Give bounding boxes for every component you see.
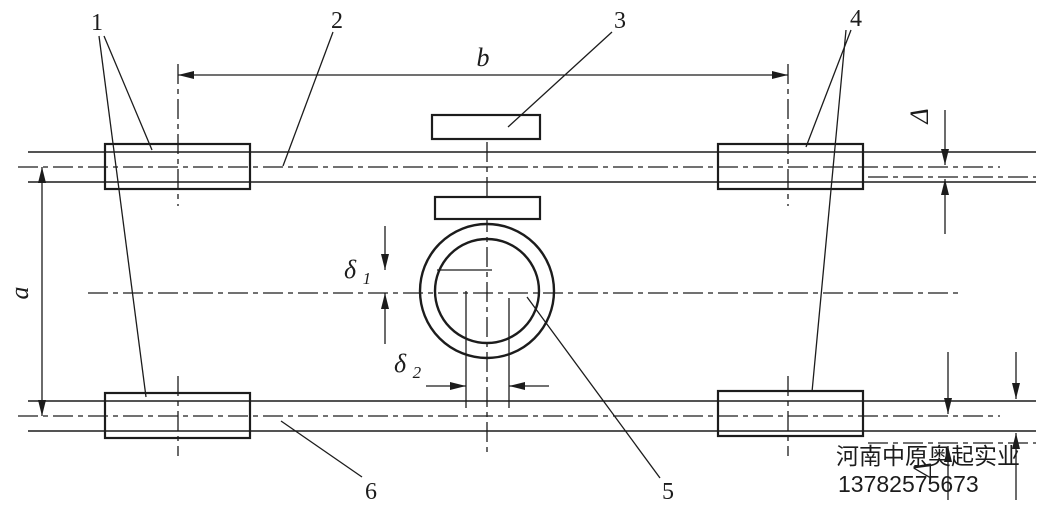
dim-delta2-sub: 2	[413, 363, 422, 382]
dim-delta2-label: δ 2	[394, 349, 422, 382]
leader-part4-bottom	[811, 29, 847, 393]
dim-delta1-sub: 1	[363, 269, 372, 288]
dim-delta1-main: δ	[344, 255, 357, 284]
dim-a-label: a	[5, 287, 34, 300]
leader-part3	[507, 31, 613, 128]
dim-delta2-main: δ	[394, 349, 407, 378]
part4-label: 4	[850, 6, 862, 32]
center-circle-outer	[418, 222, 556, 360]
part3-label: 3	[614, 8, 626, 34]
part5-label: 5	[662, 479, 674, 505]
wheel-block-bottom-right	[716, 389, 865, 438]
wheel-block-top-left	[103, 142, 252, 191]
leader-part6	[280, 420, 363, 478]
watermark-phone: 13782575673	[838, 471, 979, 497]
wheel-block-top-right	[716, 142, 865, 191]
wheel-block-bottom-left	[103, 391, 252, 440]
part1-label: 1	[91, 10, 103, 36]
dim-delta1-label: δ 1	[344, 255, 371, 288]
part2-label: 2	[331, 8, 343, 34]
buffer-block-upper	[430, 113, 542, 141]
watermark-company: 河南中原奥起实业	[836, 443, 1020, 469]
part6-label: 6	[365, 479, 377, 505]
leader-part2	[282, 31, 334, 167]
dim-delta-top-label: Δ	[905, 108, 934, 124]
dim-b-label: b	[477, 43, 490, 72]
dim-delta-bottom-label: Δ	[908, 462, 937, 478]
center-circle-inner	[433, 237, 541, 345]
leader-part4-top	[805, 29, 852, 148]
leader-part1-bottom	[98, 35, 147, 398]
leader-part1-top	[103, 35, 153, 151]
leader-part5	[526, 296, 661, 479]
buffer-block-lower	[433, 195, 542, 221]
